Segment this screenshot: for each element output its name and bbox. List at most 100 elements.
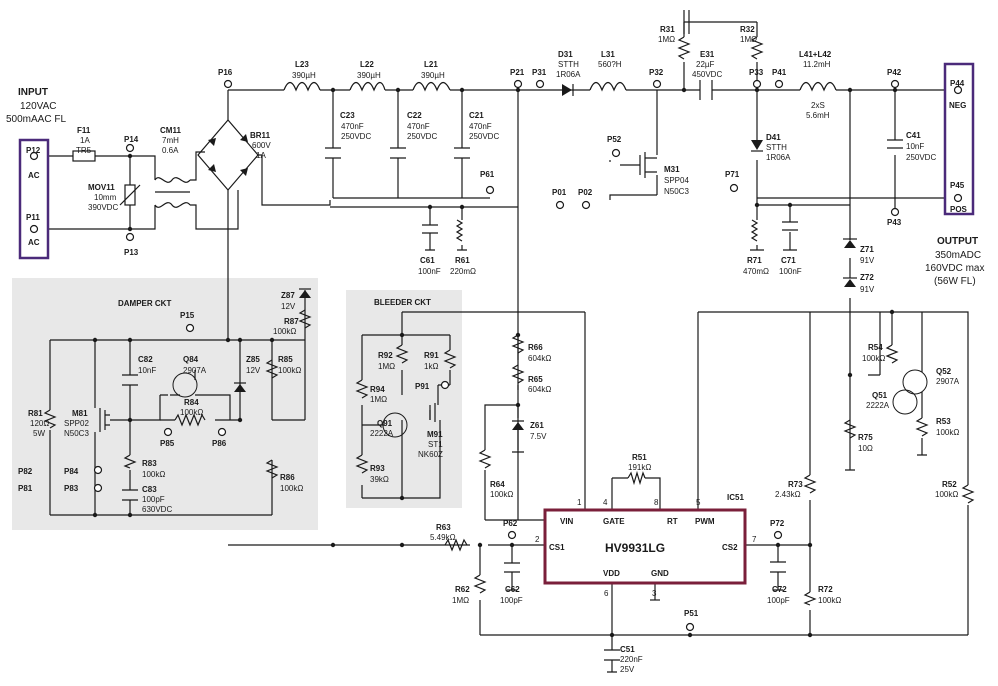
svg-text:470nF: 470nF [469,122,492,131]
svg-text:L31: L31 [601,50,615,59]
svg-text:R51: R51 [632,453,647,462]
svg-text:Z85: Z85 [246,355,260,364]
resistor-r54 [885,344,899,364]
svg-text:Z71: Z71 [860,245,874,254]
svg-text:L23: L23 [295,60,309,69]
pin-number-gnd: 3 [652,589,657,598]
svg-text:N50C3: N50C3 [664,187,689,196]
svg-text:2222A: 2222A [866,401,890,410]
terminal-p12: P12 [26,146,41,155]
resistor-r66 [511,334,525,354]
svg-text:R53: R53 [936,417,951,426]
capacitor-c72 [770,561,786,591]
bleeder-circuit-label: BLEEDER CKT [374,298,431,307]
svg-text:P14: P14 [124,135,139,144]
ic-pin-rt: RT [667,517,678,526]
svg-text:100pF: 100pF [767,596,790,605]
pin-number-vin: 1 [577,498,582,507]
svg-text:C22: C22 [407,111,422,120]
pin-number-cs1: 2 [535,535,540,544]
mosfet-m91 [429,385,439,422]
svg-text:P85: P85 [160,439,175,448]
svg-text:604kΩ: 604kΩ [528,385,551,394]
resistor-r85 [265,359,279,379]
capacitor-e31 [699,80,713,100]
pin-number-gate: 4 [603,498,608,507]
svg-text:Q84: Q84 [183,355,199,364]
svg-text:R54: R54 [868,343,883,352]
svg-text:P62: P62 [503,519,518,528]
svg-text:100kΩ: 100kΩ [862,354,885,363]
zener-z85 [234,384,246,392]
capacitor-c71 [782,221,798,231]
svg-text:100kΩ: 100kΩ [278,366,301,375]
svg-text:R91: R91 [424,351,439,360]
svg-text:91V: 91V [860,285,875,294]
ic-pin-vin: VIN [560,517,574,526]
svg-text:100pF: 100pF [142,495,165,504]
input-voltage: 120VAC [20,101,57,112]
svg-text:TR5: TR5 [76,146,92,155]
junction-dots [92,87,898,638]
svg-text:P86: P86 [212,439,227,448]
svg-text:100nF: 100nF [418,267,441,276]
svg-text:P33: P33 [749,68,764,77]
ic-name: HV9931LG [605,541,665,555]
svg-text:1MΩ: 1MΩ [658,35,675,44]
svg-text:560?H: 560?H [598,60,622,69]
diode-d41 [751,140,763,150]
svg-text:L22: L22 [360,60,374,69]
svg-text:5.49kΩ: 5.49kΩ [430,533,456,542]
svg-text:C23: C23 [340,111,355,120]
capacitor-c82 [122,374,138,386]
resistor-r71 [750,219,759,242]
resistor-r92 [395,344,409,364]
resistor-r73 [803,474,817,494]
pin-number-vdd: 6 [604,589,609,598]
svg-text:2.43kΩ: 2.43kΩ [775,490,801,499]
svg-text:100kΩ: 100kΩ [280,484,303,493]
svg-text:191kΩ: 191kΩ [628,463,651,472]
svg-text:ST1: ST1 [428,440,443,449]
terminal-ac-top: AC [28,171,40,180]
svg-text:R62: R62 [455,585,470,594]
svg-text:P31: P31 [532,68,547,77]
svg-text:C61: C61 [420,256,435,265]
svg-text:100nF: 100nF [779,267,802,276]
svg-text:39kΩ: 39kΩ [370,475,389,484]
resistor-r62 [473,574,487,594]
svg-text:100kΩ: 100kΩ [180,408,203,417]
svg-text:Q52: Q52 [936,367,952,376]
svg-text:P15: P15 [180,311,195,320]
svg-text:Q51: Q51 [872,391,888,400]
svg-text:7.5V: 7.5V [530,432,547,441]
svg-text:2xS: 2xS [811,101,825,110]
resistor-r51 [627,470,646,486]
svg-text:R72: R72 [818,585,833,594]
svg-text:R83: R83 [142,459,157,468]
svg-text:12V: 12V [246,366,261,375]
output-title: OUTPUT [937,236,978,247]
resistor-r72 [803,591,817,606]
pin-number-pwm: 5 [696,498,701,507]
capacitor-c62 [504,562,520,573]
svg-text:P13: P13 [124,248,139,257]
svg-text:390µH: 390µH [292,71,316,80]
ic-pin-gnd: GND [651,569,669,578]
input-terminal-block [18,138,50,260]
inductor-l23 [283,81,321,92]
svg-text:D31: D31 [558,50,573,59]
transistor-q84 [172,372,198,398]
damper-circuit-label: DAMPER CKT [118,299,171,308]
svg-text:C62: C62 [505,585,520,594]
svg-text:P01: P01 [552,188,567,197]
capacitor-c41 [887,139,903,149]
svg-text:R63: R63 [436,523,451,532]
svg-text:NK60Z: NK60Z [418,450,443,459]
svg-text:R87: R87 [284,317,299,326]
svg-text:C71: C71 [781,256,796,265]
svg-text:470nF: 470nF [407,122,430,131]
svg-text:1A: 1A [80,136,90,145]
svg-text:470mΩ: 470mΩ [743,267,769,276]
